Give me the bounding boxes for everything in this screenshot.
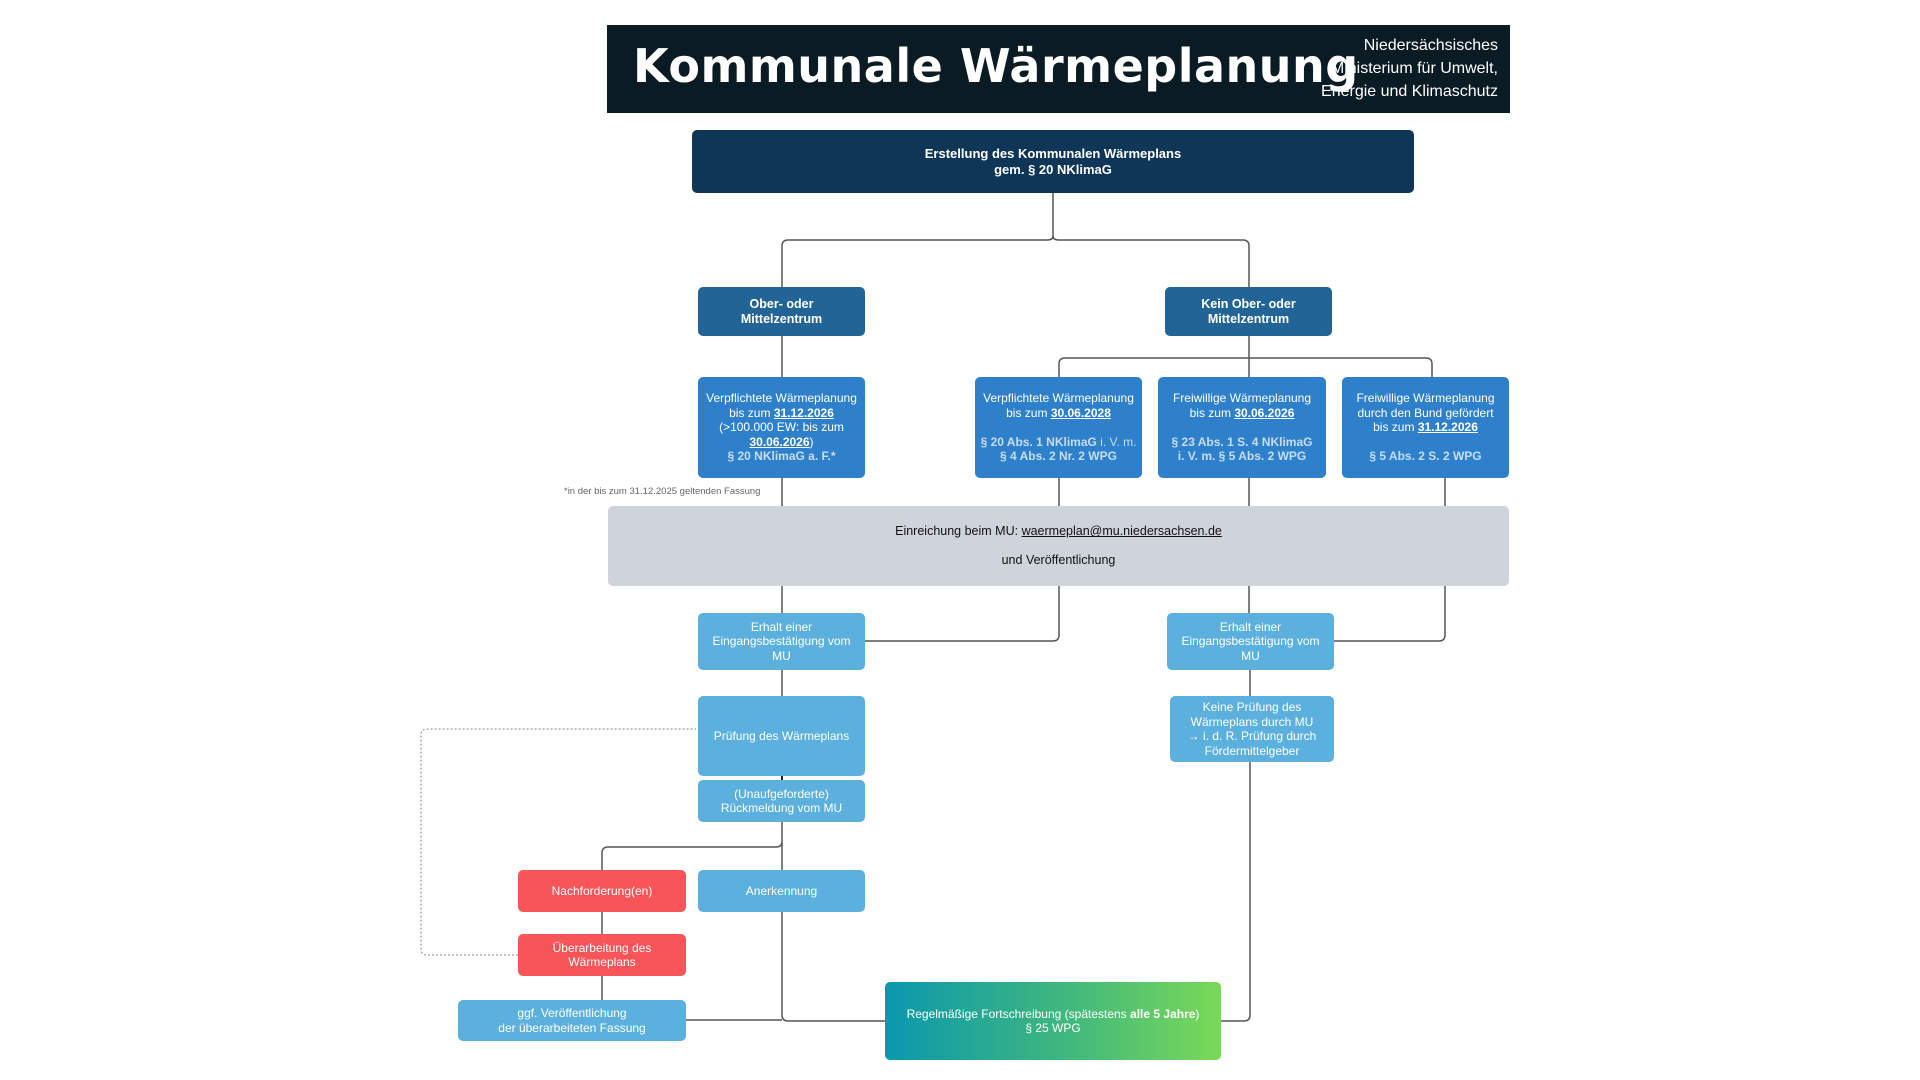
node-text: bis zum [1189,405,1235,420]
node-freiwillig-bund: Freiwillige Wärmeplanung durch den Bund … [1342,377,1509,478]
node-eingang-left: Erhalt einer Eingangsbestätigung vom MU [698,613,865,670]
node-text: Mittelzentrum [1207,311,1290,326]
node-text: Kein Ober- oder [1201,296,1296,311]
ministry-line: Ministerium für Umwelt, [1330,60,1498,77]
node-text: Freiwillige Wärmeplanung [1356,391,1495,406]
node-text: bis zum [1373,420,1418,435]
node-text: Freiwillige Wärmeplanung [1172,391,1312,406]
node-text: durch den Bund gefördert [1357,405,1494,420]
node-text: Wärmeplans [568,955,636,969]
deadline-date: 30.06.2026 [1234,405,1295,420]
node-text: bis zum [729,405,774,420]
deadline-date: 31.12.2026 [1417,420,1478,435]
connector-left-merge [865,586,1060,642]
feedback-loop-dotted [420,728,696,956]
node-text: Keine Prüfung des [1202,700,1302,714]
node-verpflichtet-2028: Verpflichtete Wärmeplanung bis zum 30.06… [975,377,1142,478]
connector-eingang-pruefung [781,670,1251,696]
node-anerkennung: Anerkennung [698,870,865,912]
node-text: (>100.000 EW: bis zum [719,420,844,435]
node-text: der überarbeiteten Fassung [498,1020,646,1035]
node-keine-pruefung: Keine Prüfung des Wärmeplans durch MU → … [1170,696,1334,762]
node-text: ) [1195,1006,1200,1021]
deadline-date: 30.06.2028 [1050,405,1111,420]
node-nachforderung: Nachforderung(en) [518,870,686,912]
connector-keine-fort [1221,762,1251,1022]
node-freiwillig-2026: Freiwillige Wärmeplanung bis zum 30.06.2… [1158,377,1326,478]
connector-anerkennung-fort [781,912,885,1022]
law-reference: § 23 Abs. 1 S. 4 NKlimaG [1171,434,1313,449]
node-ueberarbeitung: Überarbeitung des Wärmeplans [518,934,686,976]
law-reference: § 5 Abs. 2 S. 2 WPG [1369,449,1482,464]
node-text: Mittelzentrum [740,311,823,326]
node-ober-mittelzentrum: Ober- oder Mittelzentrum [698,287,865,336]
node-text: Regelmäßige Fortschreibung (spätestens [906,1006,1131,1021]
node-text: Prüfung des Wärmeplans [713,728,850,743]
node-text: Wärmeplans durch MU [1190,714,1314,729]
deadline-date: 31.12.2026 [773,405,834,420]
node-text: MU [772,648,791,663]
node-text: Erhalt einer [1219,619,1282,634]
node-veroeffentlichung: ggf. Veröffentlichung der überarbeiteten… [458,1000,686,1041]
node-text: → i. d. R. Prüfung durch [1187,729,1317,743]
node-text: MU [1241,648,1260,663]
node-text: und Veröffentlichung [1001,553,1116,568]
node-text: gem. § 20 NKlimaG [994,161,1112,177]
ministry-name: Niedersächsisches Ministerium für Umwelt… [1321,34,1498,103]
node-text: Überarbeitung des [552,940,652,955]
law-reference: § 4 Abs. 2 Nr. 2 WPG [1000,449,1117,464]
connector-to-einreichung [781,478,1446,506]
node-text: Erstellung des Kommunalen Wärmeplans [924,145,1182,161]
node-text: Ober- oder [749,296,814,311]
law-reference: i. V. m. [1096,434,1137,449]
node-eingang-right: Erhalt einer Eingangsbestätigung vom MU [1167,613,1334,670]
node-text: Rückmeldung vom MU [720,801,843,815]
connector-einreichung-eingang [781,586,1250,613]
deadline-date: 30.06.2026 [749,434,810,449]
node-text: bis zum [1006,405,1051,420]
node-text: Nachforderung(en) [551,883,653,898]
law-reference: § 20 NKlimaG a. F.* [727,449,836,464]
connector-root-split [781,193,1250,287]
node-text: (Unaufgeforderte) [734,786,829,801]
node-pruefung: Prüfung des Wärmeplans [698,696,865,776]
law-reference: i. V. m. § 5 Abs. 2 WPG [1177,449,1307,464]
node-text: ) [809,434,814,449]
email-link[interactable]: waermeplan@mu.niedersachsen.de [1021,524,1222,539]
node-erstellung: Erstellung des Kommunalen Wärmeplans gem… [692,130,1414,193]
law-reference: § 25 WPG [1025,1021,1081,1035]
law-reference: § 20 Abs. 1 NKlimaG [980,434,1097,449]
node-text: Anerkennung [745,883,818,898]
connector-kein-split [1058,336,1433,377]
node-text: Verpflichtete Wärmeplanung [706,391,857,406]
node-fortschreibung: Regelmäßige Fortschreibung (spätestens a… [885,982,1221,1060]
node-text: Einreichung beim MU: [895,524,1022,539]
node-verpflichtet-2026: Verpflichtete Wärmeplanung bis zum 31.12… [698,377,865,478]
ministry-line: Niedersächsisches [1363,37,1498,54]
node-text: Fördermittelgeber [1204,743,1300,758]
ministry-line: Energie und Klimaschutz [1321,83,1498,100]
connector-right-merge [1334,586,1446,642]
node-text: ggf. Veröffentlichung [517,1006,627,1020]
node-rueckmeldung: (Unaufgeforderte) Rückmeldung vom MU [698,780,865,822]
node-text: Eingangsbestätigung vom [712,634,851,649]
node-einreichung: Einreichung beim MU: waermeplan@mu.niede… [608,506,1509,586]
node-text: Eingangsbestätigung vom [1181,634,1320,649]
node-text: Erhalt einer [750,619,813,634]
node-kein-ober-mittelzentrum: Kein Ober- oder Mittelzentrum [1165,287,1332,336]
header-banner: Kommunale Wärmeplanung Niedersächsisches… [607,25,1510,113]
page-title: Kommunale Wärmeplanung [633,39,1359,93]
footnote: *in der bis zum 31.12.2025 geltenden Fas… [564,486,761,497]
connector-rueckmeldung-split [601,822,783,870]
node-text: Verpflichtete Wärmeplanung [983,391,1134,406]
node-text: alle 5 Jahre [1130,1006,1196,1021]
